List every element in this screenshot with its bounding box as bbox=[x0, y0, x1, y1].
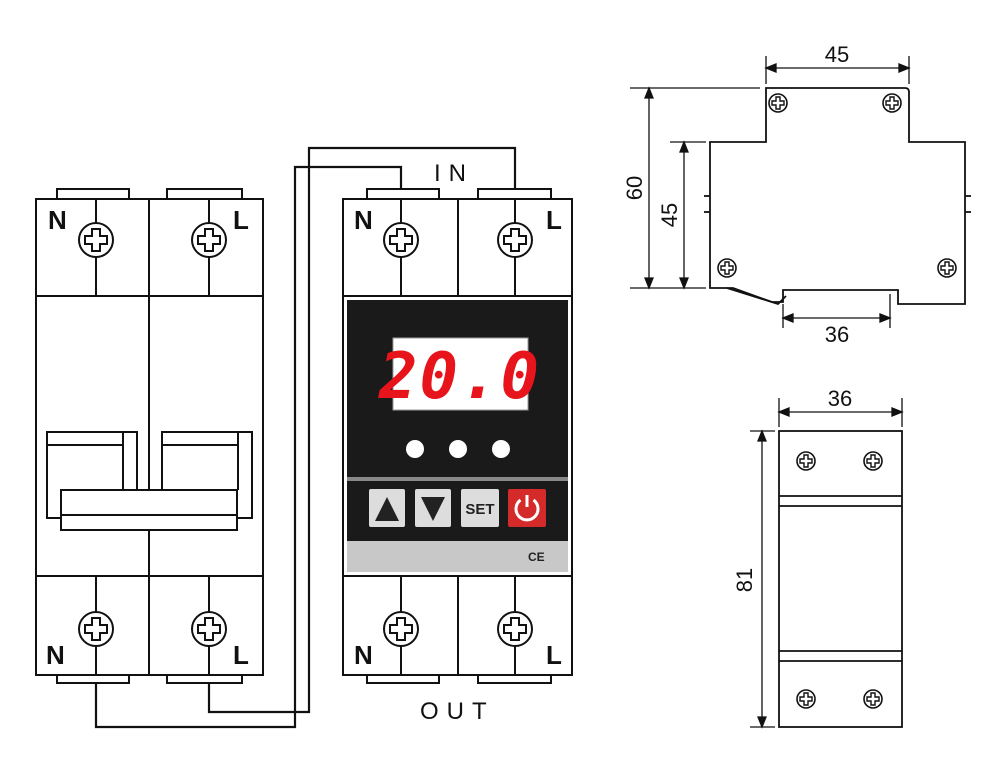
dim-side-height-outer: 60 bbox=[622, 176, 647, 200]
power-button[interactable] bbox=[508, 489, 546, 527]
terminal-screw-icon bbox=[191, 222, 227, 258]
input-label: IN bbox=[434, 160, 474, 187]
device-top-l-label: L bbox=[546, 205, 562, 235]
mounting-screw-icon bbox=[937, 258, 957, 278]
power-icon bbox=[514, 498, 540, 522]
output-label: OUT bbox=[420, 698, 495, 725]
down-button[interactable] bbox=[415, 489, 451, 527]
indicator-led-3 bbox=[492, 440, 510, 458]
set-button-label: SET bbox=[465, 501, 494, 518]
dim-front-width: 36 bbox=[828, 386, 852, 411]
device-bottom-n-label: N bbox=[354, 640, 373, 670]
panel-footer bbox=[347, 541, 568, 572]
indicator-led-1 bbox=[406, 440, 424, 458]
dimension-lines-front bbox=[750, 398, 904, 729]
up-button[interactable] bbox=[369, 489, 405, 527]
breaker-bottom-n-label: N bbox=[46, 640, 65, 670]
wiring bbox=[94, 146, 517, 729]
device-top-n-label: N bbox=[354, 205, 373, 235]
device-bottom-l-label: L bbox=[546, 640, 562, 670]
dim-side-width: 45 bbox=[825, 42, 849, 67]
mounting-screw-icon bbox=[863, 689, 883, 709]
terminal-screw-icon bbox=[497, 611, 533, 647]
mounting-screw-icon bbox=[882, 93, 902, 113]
lcd-display bbox=[392, 337, 529, 411]
display-reading: 20.0 bbox=[378, 340, 541, 414]
mounting-screw-icon bbox=[796, 451, 816, 471]
dimension-lines-side bbox=[630, 56, 911, 328]
ce-mark: CE bbox=[528, 550, 545, 564]
breaker-bottom-l-label: L bbox=[233, 640, 249, 670]
terminal-screw-icon bbox=[497, 222, 533, 258]
side-view-drawing bbox=[704, 87, 971, 306]
indicator-led-2 bbox=[449, 440, 467, 458]
terminal-screw-icon bbox=[383, 222, 419, 258]
mounting-screw-icon bbox=[863, 451, 883, 471]
dim-side-height-inner: 45 bbox=[657, 203, 682, 227]
down-arrow-icon bbox=[421, 497, 445, 521]
dim-front-height: 81 bbox=[732, 568, 757, 592]
terminal-screw-icon bbox=[78, 611, 114, 647]
up-arrow-icon bbox=[375, 497, 399, 521]
terminal-screw-icon bbox=[191, 611, 227, 647]
breaker-top-l-label: L bbox=[233, 205, 249, 235]
dim-side-base: 36 bbox=[825, 322, 849, 347]
mounting-screw-icon bbox=[768, 93, 788, 113]
mounting-screw-icon bbox=[717, 258, 737, 278]
terminal-screw-icon bbox=[78, 222, 114, 258]
breaker-top-n-label: N bbox=[48, 205, 67, 235]
circuit-breaker bbox=[35, 188, 264, 684]
set-button[interactable]: SET bbox=[461, 489, 499, 527]
terminal-screw-icon bbox=[383, 611, 419, 647]
front-view-drawing bbox=[778, 430, 903, 728]
mounting-screw-icon bbox=[796, 689, 816, 709]
